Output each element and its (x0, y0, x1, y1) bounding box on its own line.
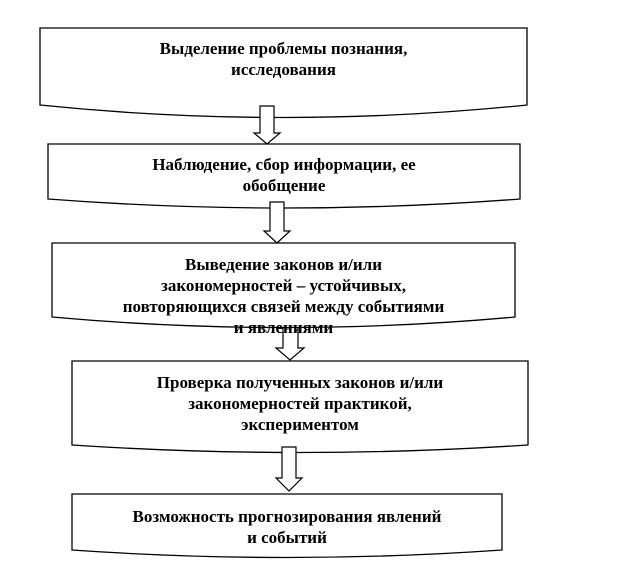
step-5-line-2: и событий (72, 527, 502, 548)
arrow-down-icon (276, 447, 302, 491)
step-2-text: Наблюдение, сбор информации, ее обобщени… (48, 154, 520, 196)
step-1-line-2: исследования (40, 59, 527, 80)
step-5-line-1: Возможность прогнозирования явлений (72, 506, 502, 527)
step-4-line-2: закономерностей практикой, (72, 393, 528, 414)
step-4-text: Проверка полученных законов и/или законо… (72, 372, 528, 435)
step-1-text: Выделение проблемы познания, исследовани… (40, 38, 527, 80)
step-2-line-1: Наблюдение, сбор информации, ее (48, 154, 520, 175)
step-3-line-1: Выведение законов и/или (52, 254, 515, 275)
step-2-line-2: обобщение (48, 175, 520, 196)
step-5-text: Возможность прогнозирования явлений и со… (72, 506, 502, 548)
step-4-line-1: Проверка полученных законов и/или (72, 372, 528, 393)
step-3-line-3: повторяющихся связей между событиями (52, 296, 515, 317)
step-4-line-3: экспериментом (72, 414, 528, 435)
step-1-line-1: Выделение проблемы познания, (40, 38, 527, 59)
step-3-text: Выведение законов и/или закономерностей … (52, 254, 515, 338)
step-3-line-4: и явлениями (52, 317, 515, 338)
step-3-line-2: закономерностей – устойчивых, (52, 275, 515, 296)
